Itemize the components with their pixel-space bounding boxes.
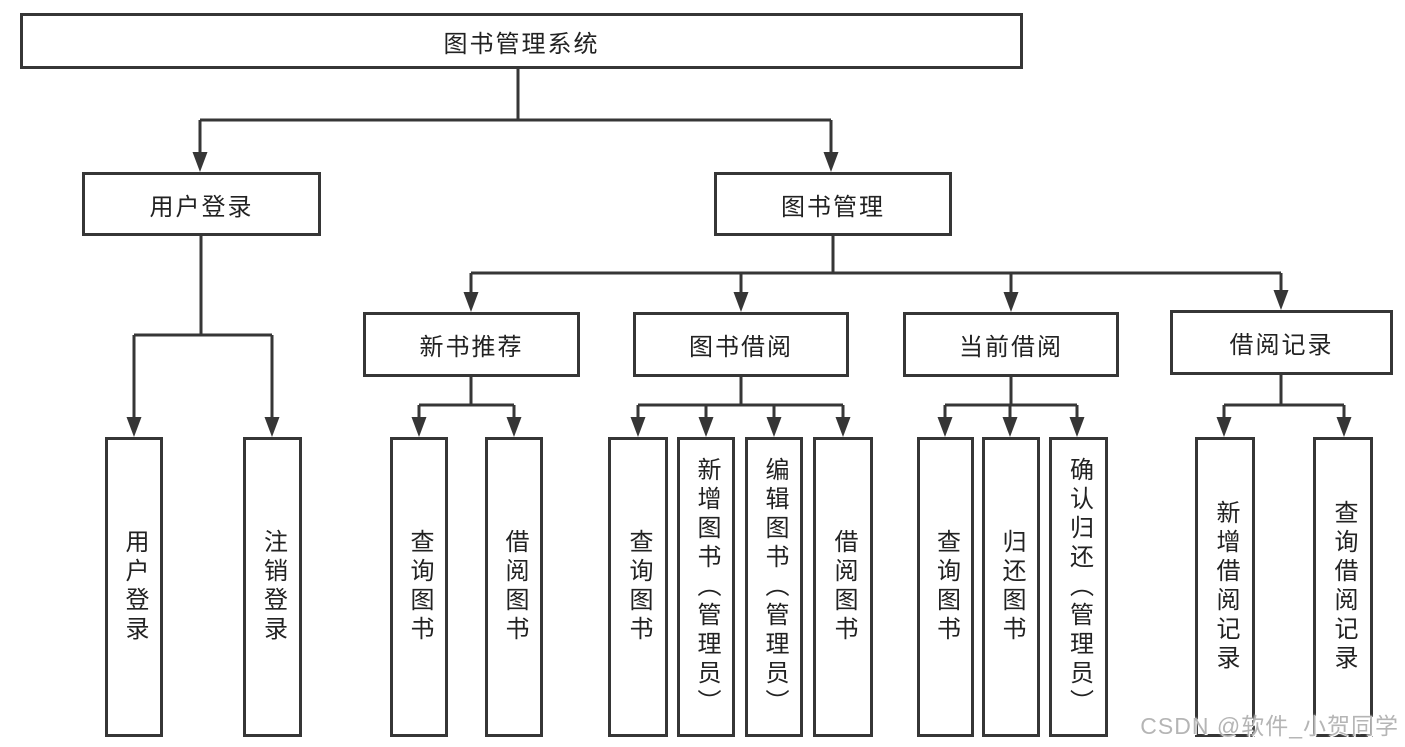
arrow-down-icon <box>698 417 714 437</box>
arrow-down-icon <box>126 417 142 437</box>
connector-book-mgmt-to-level3 <box>469 236 1283 294</box>
node-label: 编辑图书（管理员） <box>761 456 788 718</box>
node-book-management: 图书管理 <box>714 172 952 236</box>
leaf-borrow-add-books-admin: 新增图书（管理员） <box>677 437 735 737</box>
leaf-current-confirm-return-admin: 确认归还（管理员） <box>1049 437 1108 737</box>
arrow-down-icon <box>192 152 208 172</box>
leaf-record-add-borrow-record: 新增借阅记录 <box>1195 437 1255 737</box>
node-label: 归还图书 <box>998 529 1025 645</box>
arrow-down-icon <box>937 417 953 437</box>
node-root-library-management-system: 图书管理系统 <box>20 13 1023 69</box>
node-label: 确认归还（管理员） <box>1065 456 1093 718</box>
arrow-down-icon <box>1273 290 1289 310</box>
leaf-newbook-search-books: 查询图书 <box>390 437 448 737</box>
node-label: 用户登录 <box>121 529 148 645</box>
connector-current-borrow-to-leaves <box>943 377 1079 419</box>
node-new-book-recommend: 新书推荐 <box>363 312 580 377</box>
node-book-borrow: 图书借阅 <box>633 312 849 377</box>
leaf-current-search-books: 查询图书 <box>917 437 974 737</box>
arrow-down-icon <box>1002 417 1018 437</box>
node-label: 新书推荐 <box>419 334 524 361</box>
arrow-down-icon <box>630 417 646 437</box>
arrow-down-icon <box>1069 417 1085 437</box>
leaf-current-return-books: 归还图书 <box>982 437 1040 737</box>
node-user-login: 用户登录 <box>82 172 321 236</box>
arrow-down-icon <box>1216 417 1232 437</box>
node-label: 新增图书（管理员） <box>693 456 720 718</box>
leaf-newbook-borrow-books: 借阅图书 <box>485 437 543 737</box>
node-borrow-record: 借阅记录 <box>1170 310 1393 375</box>
node-label: 图书管理系统 <box>443 30 600 58</box>
node-label: 注销登录 <box>259 529 287 645</box>
leaf-logout: 注销登录 <box>243 437 302 737</box>
leaf-borrow-borrow-books: 借阅图书 <box>813 437 873 737</box>
arrow-down-icon <box>506 417 522 437</box>
node-label: 查询借阅记录 <box>1330 500 1357 674</box>
arrow-down-icon <box>823 152 839 172</box>
connector-book-borrow-to-leaves <box>636 377 845 419</box>
arrow-down-icon <box>264 417 280 437</box>
connector-new-book-to-leaves <box>417 377 516 419</box>
node-label: 图书管理 <box>781 193 885 221</box>
leaf-record-search-borrow-record: 查询借阅记录 <box>1313 437 1373 737</box>
arrow-down-icon <box>835 417 851 437</box>
node-label: 图书借阅 <box>689 334 793 361</box>
csdn-watermark: CSDN @软件_小贺同学 <box>1140 713 1399 739</box>
node-label: 查询图书 <box>625 529 652 645</box>
leaf-user-login: 用户登录 <box>105 437 163 737</box>
node-current-borrow: 当前借阅 <box>903 312 1119 377</box>
node-label: 新增借阅记录 <box>1212 500 1239 674</box>
node-label: 借阅记录 <box>1229 332 1334 359</box>
node-label: 用户登录 <box>149 193 254 221</box>
node-label: 借阅图书 <box>501 529 528 645</box>
connector-root-to-level2 <box>198 69 833 154</box>
arrow-down-icon <box>733 292 749 312</box>
arrow-down-icon <box>1336 417 1352 437</box>
arrow-down-icon <box>1003 292 1019 312</box>
leaf-borrow-search-books: 查询图书 <box>608 437 668 737</box>
node-label: 查询图书 <box>406 529 433 645</box>
connector-borrow-record-to-leaves <box>1222 375 1346 419</box>
node-label: 借阅图书 <box>830 529 857 645</box>
arrow-down-icon <box>463 292 479 312</box>
node-label: 当前借阅 <box>959 334 1063 361</box>
arrow-down-icon <box>411 417 427 437</box>
leaf-borrow-edit-books-admin: 编辑图书（管理员） <box>745 437 803 737</box>
arrow-down-icon <box>766 417 782 437</box>
connector-user-login-to-leaves <box>132 236 274 419</box>
node-label: 查询图书 <box>932 529 960 645</box>
arrowheads <box>126 152 1352 437</box>
